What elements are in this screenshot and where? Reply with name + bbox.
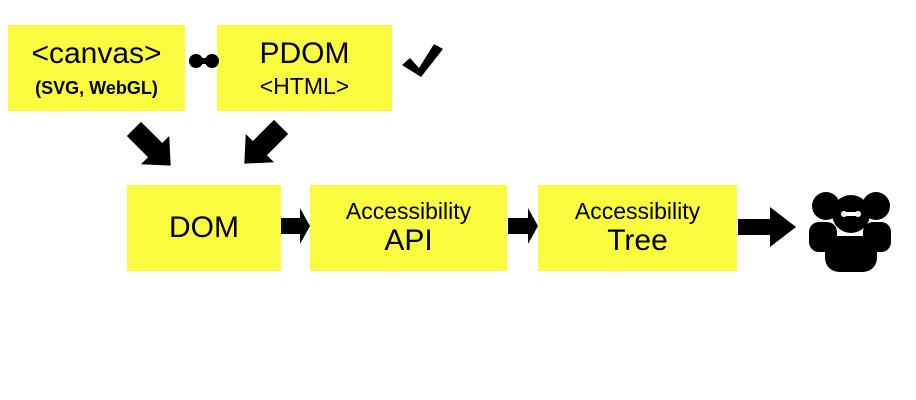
accessibility-tree-node: Accessibility Tree xyxy=(538,185,737,271)
users-group-icon xyxy=(809,192,891,272)
arrow-pdom-to-dom xyxy=(244,119,289,164)
arrow-dom-to-api xyxy=(281,208,310,244)
pdom-node: PDOM <HTML> xyxy=(217,25,392,111)
dom-node: DOM xyxy=(127,185,281,271)
canvas-node-title: <canvas> xyxy=(31,37,162,70)
accessibility-api-node: Accessibility API xyxy=(310,185,507,271)
arrow-tree-to-users xyxy=(738,207,796,247)
pdom-node-title: PDOM xyxy=(259,37,350,70)
accessibility-tree-node-subtitle: Tree xyxy=(607,224,668,257)
checkmark-icon xyxy=(402,44,443,77)
canvas-node-subtitle: (SVG, WebGL) xyxy=(35,78,158,98)
canvas-node: <canvas> (SVG, WebGL) xyxy=(8,25,185,111)
accessibility-api-node-subtitle: API xyxy=(384,224,433,257)
arrow-api-to-tree xyxy=(508,208,538,244)
arrow-canvas-to-dom xyxy=(126,121,171,166)
dom-node-title: DOM xyxy=(169,211,239,244)
accessibility-tree-node-title: Accessibility xyxy=(574,198,701,224)
pdom-node-subtitle: <HTML> xyxy=(259,73,350,99)
accessibility-api-node-title: Accessibility xyxy=(345,198,472,224)
link-connector-icon xyxy=(189,54,219,68)
